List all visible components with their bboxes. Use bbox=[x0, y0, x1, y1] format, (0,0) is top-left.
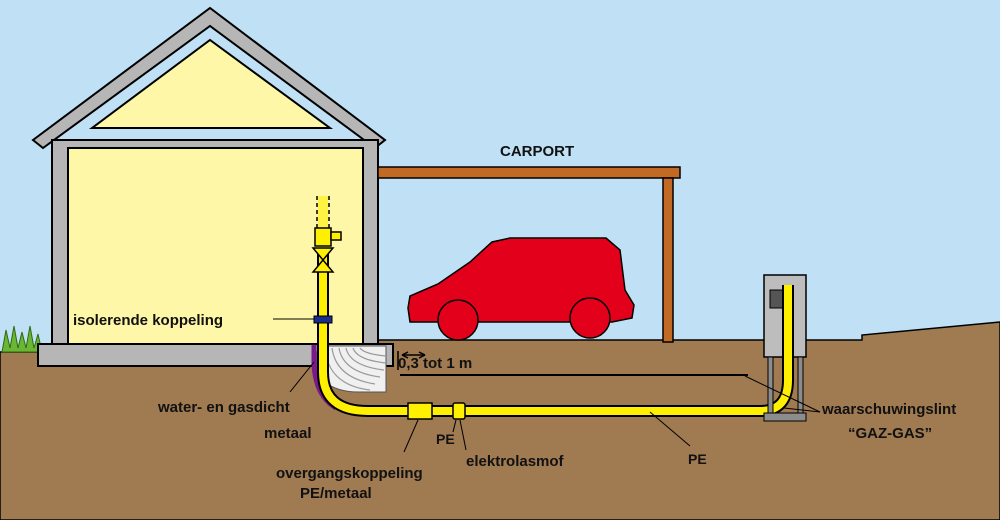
pe-small-label: PE bbox=[436, 431, 455, 447]
transition-coupling-label-2: PE/metaal bbox=[300, 485, 372, 502]
carport-post bbox=[662, 177, 674, 343]
pe-main-label: PE bbox=[688, 451, 707, 467]
carport-roof-beam bbox=[377, 166, 681, 179]
carport-label: CARPORT bbox=[500, 143, 574, 160]
isolating-coupling bbox=[313, 315, 333, 324]
metal-label: metaal bbox=[264, 425, 312, 442]
distance-label: 0,3 tot 1 m bbox=[398, 355, 472, 372]
grass-tuft bbox=[1, 325, 43, 353]
roof-gable bbox=[88, 38, 334, 129]
distance-dimension bbox=[397, 351, 426, 370]
watertight-label: water- en gasdicht bbox=[157, 399, 290, 416]
electrofusion-label: elektrolasmof bbox=[466, 453, 565, 470]
carport bbox=[377, 166, 681, 343]
leader-lines bbox=[273, 318, 821, 453]
house-inner-wall bbox=[67, 147, 364, 345]
gas-pipe bbox=[314, 196, 794, 417]
protective-sleeve bbox=[316, 345, 387, 393]
valve-icon bbox=[311, 247, 335, 273]
warning-tape-label-2: “GAZ-GAS” bbox=[848, 425, 932, 442]
transition-coupling-label: overgangskoppeling bbox=[276, 465, 423, 482]
warning-tape-label: waarschuwingslint bbox=[821, 401, 956, 418]
electrofusion-socket bbox=[452, 402, 466, 420]
house-foundation bbox=[37, 343, 394, 367]
transition-coupling bbox=[407, 402, 433, 420]
isolating-coupling-label: isolerende koppeling bbox=[73, 312, 223, 329]
car-icon bbox=[407, 237, 635, 341]
